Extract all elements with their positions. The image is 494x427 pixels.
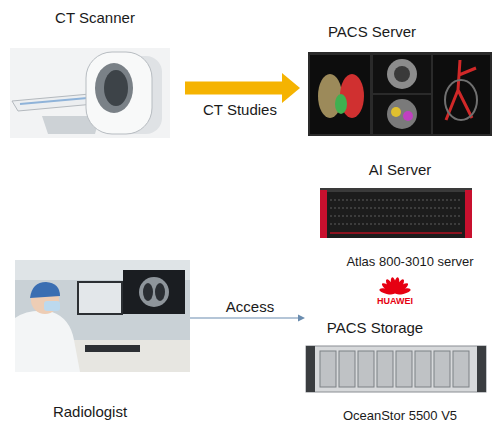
- room-background: [15, 260, 190, 372]
- server-chassis: [320, 188, 472, 238]
- screen-frame: [308, 52, 492, 136]
- access-arrow: [190, 315, 305, 322]
- edge-label: CT Studies: [180, 101, 300, 118]
- photo-background: [10, 48, 170, 138]
- monitor: [123, 270, 185, 314]
- storage-ear: [306, 346, 315, 392]
- edge-label: Access: [200, 298, 300, 315]
- storage-chassis: [306, 346, 486, 392]
- server-accent: [330, 232, 462, 234]
- ct-image: [139, 277, 169, 307]
- storage-illustration: [306, 346, 486, 392]
- screen-panel: [310, 55, 370, 134]
- node-heading: PACS Storage: [305, 319, 445, 336]
- screen-panel: [373, 55, 431, 93]
- monitor: [78, 282, 122, 314]
- white-coat: [15, 311, 80, 372]
- drive-bay: [358, 351, 374, 387]
- data-flow-arrow: [185, 73, 300, 103]
- node-heading: AI Server: [320, 161, 480, 178]
- model-name: OceanStor 5500 V5: [320, 409, 480, 424]
- radiologist-node: Radiologist: [15, 260, 190, 372]
- gantry-bore-inner: [104, 70, 128, 106]
- highlight: [403, 111, 413, 121]
- grille: [330, 223, 462, 225]
- logo-petal: [394, 287, 411, 295]
- screen-panel: [373, 95, 431, 134]
- grille: [330, 215, 462, 217]
- ct-lung: [143, 283, 153, 301]
- ct-slice: [387, 59, 417, 89]
- ct-scanner-illustration: [10, 48, 170, 138]
- ct-slice: [387, 99, 417, 129]
- ai-server-illustration: [320, 188, 472, 238]
- gantry-bore: [95, 63, 133, 113]
- drive-bay: [453, 351, 469, 387]
- pacs-screens-illustration: [308, 52, 492, 136]
- gantry: [86, 52, 152, 134]
- vessel-render: [446, 60, 476, 120]
- connector-shaft: [190, 317, 298, 318]
- face-mask: [44, 301, 60, 311]
- keyboard: [85, 345, 140, 352]
- node-caption: Radiologist: [10, 403, 170, 420]
- ct-scanner-node: CT Scanner: [10, 45, 185, 140]
- logo-text: HUAWEI: [355, 296, 435, 306]
- ct-slice-inner: [394, 66, 410, 82]
- arrow-head: [298, 315, 305, 322]
- storage-ear: [477, 346, 486, 392]
- drive-bay: [434, 351, 450, 387]
- pacs-server-node: PACS Server: [300, 48, 492, 136]
- radiologist-photo: [15, 260, 190, 372]
- server-ear: [320, 190, 327, 238]
- drive-bay: [339, 351, 355, 387]
- arrow-head: [282, 73, 300, 103]
- grille: [330, 207, 462, 209]
- pacs-storage-node: PACS StorageOceanStor 5500 V5: [305, 312, 490, 394]
- drive-bay: [377, 351, 393, 387]
- surgical-cap: [30, 282, 60, 298]
- drive-bay: [320, 351, 336, 387]
- server-ear: [465, 190, 472, 238]
- node-heading: CT Scanner: [0, 9, 190, 26]
- lung-segment: [335, 94, 347, 114]
- drive-bay: [415, 351, 431, 387]
- connector-shaft: [185, 82, 282, 95]
- organ-outline: [445, 80, 477, 120]
- node-heading: PACS Server: [292, 23, 452, 40]
- drive-bay: [396, 351, 412, 387]
- ai-server-node: AI ServerAtlas 800-3010 server: [318, 185, 473, 241]
- ct-lung: [155, 283, 165, 301]
- highlight: [391, 107, 401, 117]
- screen-panel: [433, 55, 490, 134]
- model-name: Atlas 800-3010 server: [320, 255, 494, 270]
- grille: [330, 199, 462, 201]
- server-top-edge: [320, 188, 472, 192]
- huawei-logo: [379, 277, 411, 296]
